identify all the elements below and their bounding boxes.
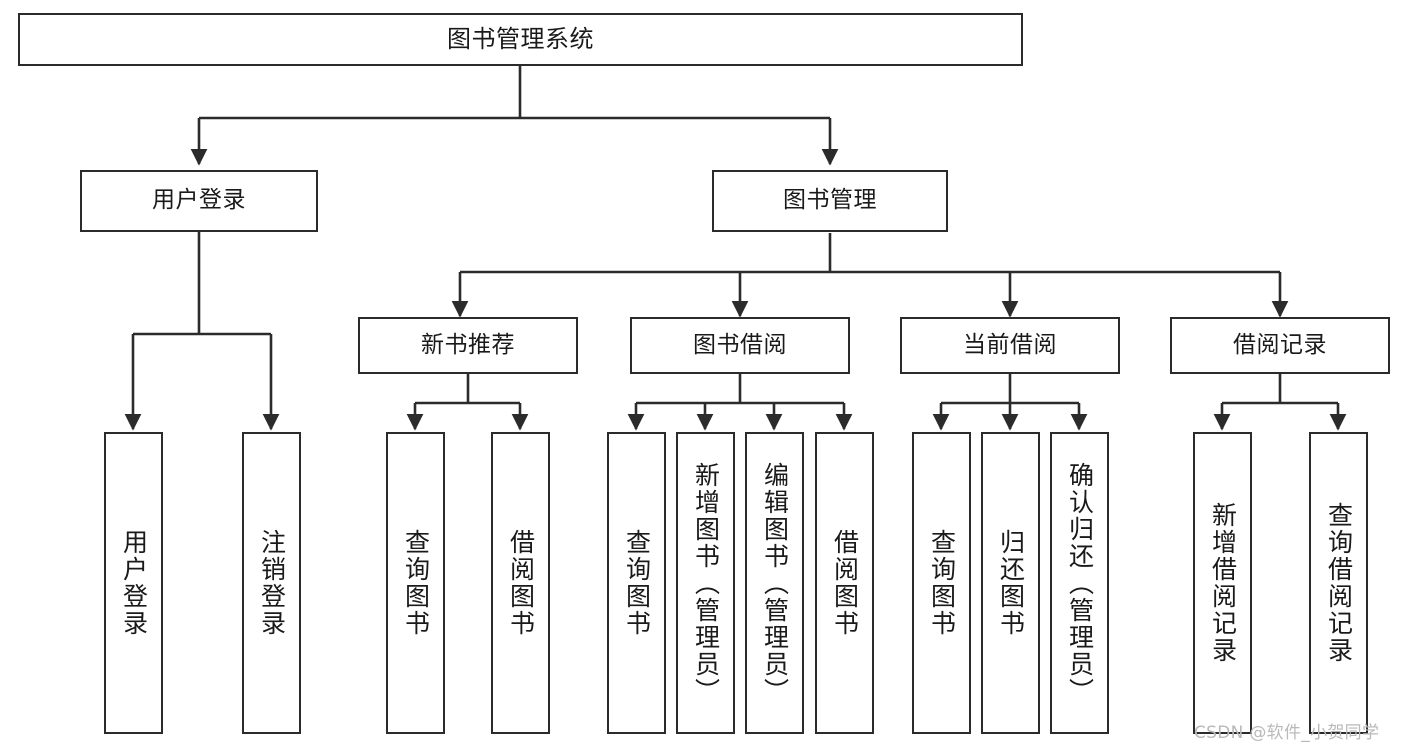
node-new-book-recommend[interactable]: 新书推荐: [358, 317, 578, 374]
leaf-current-query-book[interactable]: 查询图书: [912, 432, 971, 734]
leaf-borrow-edit-book[interactable]: 编辑图书（管理员）: [745, 432, 804, 734]
leaf-user-login-signin[interactable]: 用户登录: [104, 432, 163, 734]
node-current-borrow-label: 当前借阅: [963, 331, 1057, 358]
leaf-recommend-query-book-label: 查询图书: [401, 529, 431, 637]
node-user-login[interactable]: 用户登录: [80, 170, 318, 232]
leaf-current-return-book-label: 归还图书: [996, 529, 1026, 637]
node-borrow-record[interactable]: 借阅记录: [1170, 317, 1390, 374]
node-borrow-record-label: 借阅记录: [1233, 331, 1327, 358]
node-book-borrow[interactable]: 图书借阅: [630, 317, 850, 374]
leaf-borrow-add-book-label: 新增图书（管理员）: [691, 461, 721, 705]
leaf-current-confirm-return-label: 确认归还（管理员）: [1065, 461, 1095, 705]
leaf-borrow-query-book-label: 查询图书: [622, 529, 652, 637]
leaf-user-login-signout[interactable]: 注销登录: [242, 432, 301, 734]
leaf-current-confirm-return[interactable]: 确认归还（管理员）: [1050, 432, 1109, 734]
leaf-recommend-borrow-book-label: 借阅图书: [506, 529, 536, 637]
node-root-system-label: 图书管理系统: [447, 25, 594, 54]
leaf-borrow-borrow-book-label: 借阅图书: [830, 529, 860, 637]
csdn-watermark: CSDN @软件_小贺同学: [1194, 723, 1380, 743]
leaf-record-add-record-label: 新增借阅记录: [1208, 502, 1238, 664]
leaf-borrow-edit-book-label: 编辑图书（管理员）: [760, 461, 790, 705]
leaf-recommend-borrow-book[interactable]: 借阅图书: [491, 432, 550, 734]
node-current-borrow[interactable]: 当前借阅: [900, 317, 1120, 374]
leaf-record-query-record[interactable]: 查询借阅记录: [1309, 432, 1368, 734]
leaf-current-return-book[interactable]: 归还图书: [981, 432, 1040, 734]
leaf-borrow-add-book[interactable]: 新增图书（管理员）: [676, 432, 735, 734]
node-book-management-label: 图书管理: [783, 187, 877, 214]
leaf-recommend-query-book[interactable]: 查询图书: [386, 432, 445, 734]
node-new-book-recommend-label: 新书推荐: [421, 331, 515, 358]
leaf-user-login-signin-label: 用户登录: [119, 529, 149, 637]
leaf-record-add-record[interactable]: 新增借阅记录: [1193, 432, 1252, 734]
node-user-login-label: 用户登录: [152, 187, 246, 214]
node-root-system[interactable]: 图书管理系统: [18, 13, 1023, 66]
leaf-record-query-record-label: 查询借阅记录: [1324, 502, 1354, 664]
leaf-current-query-book-label: 查询图书: [927, 529, 957, 637]
node-book-management[interactable]: 图书管理: [712, 170, 948, 232]
leaf-borrow-borrow-book[interactable]: 借阅图书: [815, 432, 874, 734]
node-book-borrow-label: 图书借阅: [693, 331, 787, 358]
leaf-user-login-signout-label: 注销登录: [257, 529, 287, 637]
leaf-borrow-query-book[interactable]: 查询图书: [607, 432, 666, 734]
